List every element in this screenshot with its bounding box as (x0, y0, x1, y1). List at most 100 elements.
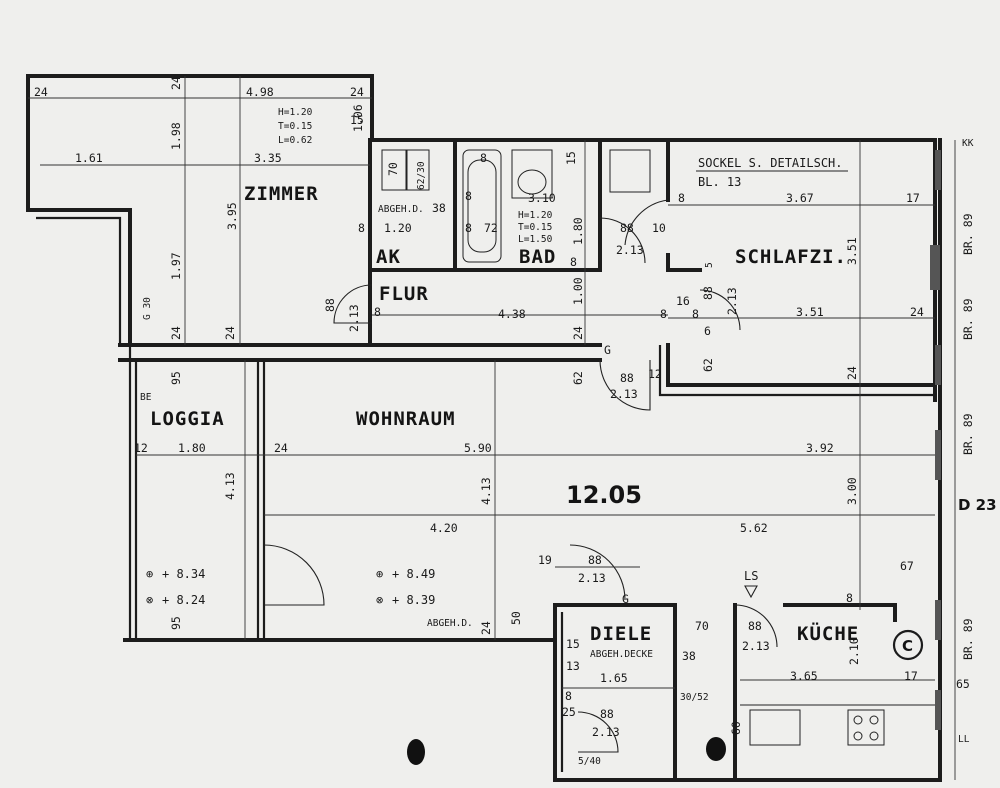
level-value-1: + 8.34 (162, 567, 205, 581)
level-symbol-4: ⊗ (376, 593, 383, 607)
dim-label: 24 (845, 366, 859, 380)
dim-label: 65 (956, 677, 970, 691)
note-bl13: BL. 13 (698, 175, 741, 189)
window-spec-bad-l: L=1.50 (518, 234, 553, 245)
dim-label: 4.38 (498, 307, 526, 321)
dim-label: BR. 89 (961, 413, 975, 455)
window-spec-bad-h: H=1.20 (518, 210, 553, 221)
dim-label: 8 (565, 689, 572, 703)
dim-label: 1.80 (178, 441, 206, 455)
notes: SOCKEL S. DETAILSCH. BL. 13 ABGEH.D. ABG… (140, 107, 997, 745)
dim-label: 88 (620, 221, 634, 235)
dim-label: 15 (350, 113, 364, 127)
main-level-label: 12.05 (566, 481, 642, 509)
dim-label: 3.51 (796, 305, 824, 319)
dim-label: 1.00 (571, 277, 585, 305)
room-labels: ZIMMER AK BAD FLUR SCHLAFZI. LOGGIA WOHN… (150, 183, 858, 645)
level-symbol-2: ⊗ (146, 593, 153, 607)
note-kk: KK (962, 138, 974, 149)
dim-label: 3.00 (845, 477, 859, 505)
dim-label: 24 (350, 85, 364, 99)
dim-label: 3.67 (786, 191, 814, 205)
dim-label: 95 (169, 616, 183, 630)
level-value-2: + 8.24 (162, 593, 205, 607)
note-d23: D 23 (958, 496, 997, 514)
dim-label: 3.95 (225, 202, 239, 230)
dim-label: 8 (692, 307, 699, 321)
ink-dot (706, 737, 726, 761)
dim-label: 24 (571, 326, 585, 340)
level-value-4: + 8.39 (392, 593, 435, 607)
dim-label: 19 (538, 553, 552, 567)
room-wohnraum: WOHNRAUM (356, 408, 456, 430)
dim-label: 24 (223, 326, 237, 340)
dim-label: BR. 89 (961, 298, 975, 340)
dimension-labels: 24 4.98 24 24 1.06 15 1.98 1.61 3.35 3.9… (34, 76, 975, 767)
dim-label: 12 (648, 367, 662, 381)
dim-label: BR. 89 (961, 618, 975, 660)
dim-label: 3.65 (790, 669, 818, 683)
dim-label: 8 (465, 221, 472, 235)
dim-label: 13 (566, 659, 580, 673)
window-spec-zimmer-h: H=1.20 (278, 107, 313, 118)
dim-label: 8 (374, 305, 381, 319)
dim-label: 12 (134, 441, 148, 455)
dim-label: 5.62 (740, 521, 768, 535)
note-g30: G 30 (142, 297, 153, 320)
dim-label: 25 (562, 705, 576, 719)
dim-label: 2.13 (578, 571, 606, 585)
room-bad: BAD (519, 246, 556, 268)
facade-hatch (930, 150, 941, 730)
dim-label: 16 (676, 294, 690, 308)
dim-label: 88 (600, 707, 614, 721)
dim-label: 8 (678, 191, 685, 205)
note-abgeh-d-2: ABGEH.D. (427, 618, 473, 629)
note-abgeh-d-1: ABGEH.D. (378, 204, 424, 215)
dim-label: 3.92 (806, 441, 834, 455)
window-spec-zimmer-t: T=0.15 (278, 121, 312, 132)
room-ak: AK (376, 246, 401, 268)
dimension-lines (28, 76, 956, 780)
dim-label: 38 (432, 201, 446, 215)
dim-label: 1.80 (571, 217, 585, 245)
dim-label: 8 (846, 591, 853, 605)
ink-dot (407, 739, 425, 765)
dim-label: 70 (386, 162, 400, 176)
dim-label: 70 (695, 619, 709, 633)
dim-label: 2.13 (742, 639, 770, 653)
dim-label: 6 (704, 324, 711, 338)
note-abgeh-decke: ABGEH.DECKE (590, 649, 653, 660)
dim-label: 30/52 (680, 692, 709, 703)
dim-label: 95 (169, 371, 183, 385)
dim-label: 17 (906, 191, 920, 205)
dim-label: G (604, 343, 611, 357)
bathroom-fixtures (381, 149, 651, 263)
dim-label: 2.13 (616, 243, 644, 257)
level-symbol-1: ⊕ (146, 567, 153, 581)
dim-label: 3.51 (845, 237, 859, 265)
dim-label: 2.13 (610, 387, 638, 401)
dim-label: 15 (566, 637, 580, 651)
level-symbol-3: ⊕ (376, 567, 383, 581)
room-zimmer: ZIMMER (244, 183, 319, 205)
dim-label: 88 (323, 298, 337, 312)
dim-label: 3.10 (528, 191, 556, 205)
dim-label: 62 (571, 371, 585, 385)
dim-label: 1.97 (169, 252, 183, 280)
window-spec-zimmer-l: L=0.62 (278, 135, 312, 146)
dim-label: BR. 89 (961, 213, 975, 255)
dim-label: 5 (704, 262, 715, 268)
dim-label: 5.90 (464, 441, 492, 455)
dim-label: 4.98 (246, 85, 274, 99)
dim-label: 8 (660, 307, 667, 321)
dim-label: 10 (652, 221, 666, 235)
room-loggia: LOGGIA (150, 408, 225, 430)
dim-label: 72 (484, 221, 498, 235)
dim-label: 62/30 (416, 161, 427, 190)
note-sockel: SOCKEL S. DETAILSCH. (698, 156, 843, 170)
dim-label: 1.06 (351, 104, 365, 132)
dim-label: 24 (910, 305, 924, 319)
dim-label: 24 (169, 76, 183, 90)
dim-label: 8 (465, 189, 472, 203)
